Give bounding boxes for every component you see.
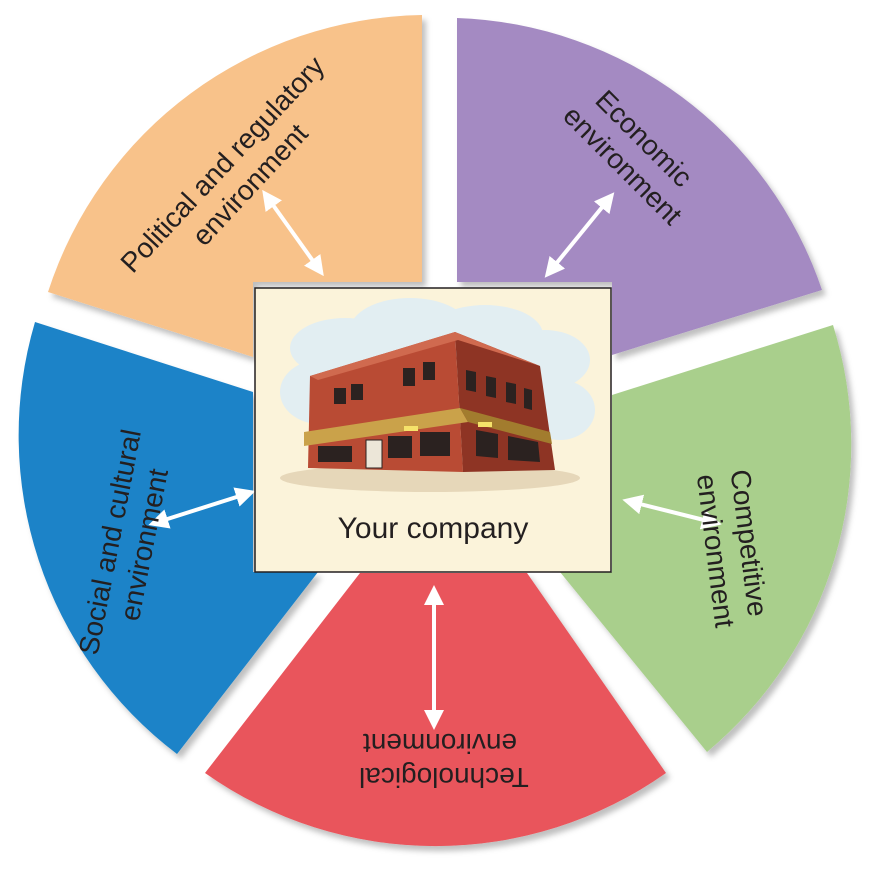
segment-competitive-shape [560,325,852,752]
segment-technological-label: Technological environment [351,728,528,793]
segment-competitive-arrow [622,494,722,530]
segment-technological: Technological environment [205,573,666,847]
segment-political: Political and regulatory environment [48,15,422,357]
center-label: Your company [338,512,529,545]
segment-social: Social and cultural environment [18,322,318,754]
segment-social-arrow [148,487,256,529]
center-box: Your company [254,287,612,573]
segment-social-shape [18,322,318,754]
segment-economic-arrow [544,192,615,278]
segment-political-shape [48,15,422,357]
segment-competitive: Competitive environment [560,325,852,752]
segment-economic: Economic environment [457,18,822,355]
office-building-icon [280,298,595,492]
segment-political-arrow [262,189,324,277]
